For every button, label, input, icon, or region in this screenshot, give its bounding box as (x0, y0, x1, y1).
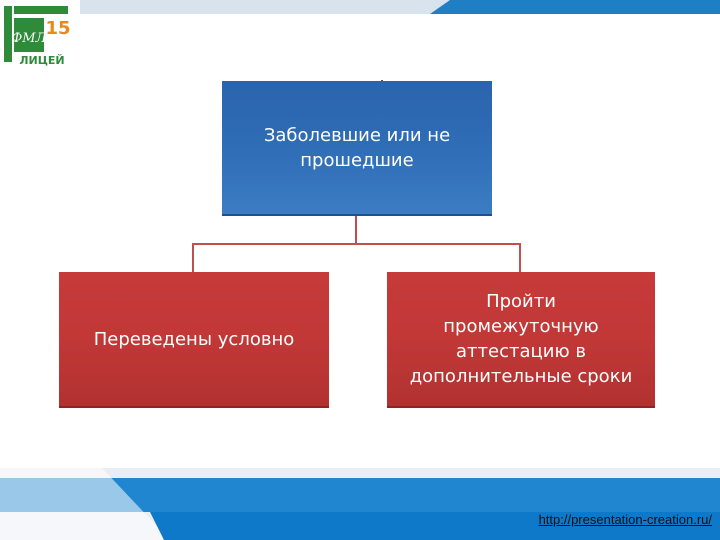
left-node-box: Переведены условно (59, 272, 329, 408)
school-logo: ФМЛ 15 ЛИЦЕЙ (2, 2, 72, 66)
footer-decor-band (0, 468, 720, 540)
connector-right-drop (519, 243, 521, 272)
left-node-label: Переведены условно (93, 328, 295, 350)
right-node-label: Пройти промежуточную аттестацию в дополн… (409, 291, 633, 387)
footer-link[interactable]: http://presentation-creation.ru/ (538, 512, 712, 527)
right-node-box: Пройти промежуточную аттестацию в дополн… (387, 272, 655, 408)
svg-text:15: 15 (45, 18, 70, 39)
connector-left-drop (192, 243, 194, 272)
top-node-box: Заболевшие или не прошедшие (222, 81, 492, 216)
connector-vertical-main (355, 214, 357, 244)
top-decor-band (0, 0, 720, 14)
top-node-label: Заболевшие или не прошедшие (263, 124, 451, 171)
svg-text:ФМЛ: ФМЛ (12, 31, 48, 46)
connector-horizontal (192, 243, 521, 245)
svg-text:ЛИЦЕЙ: ЛИЦЕЙ (19, 54, 64, 66)
